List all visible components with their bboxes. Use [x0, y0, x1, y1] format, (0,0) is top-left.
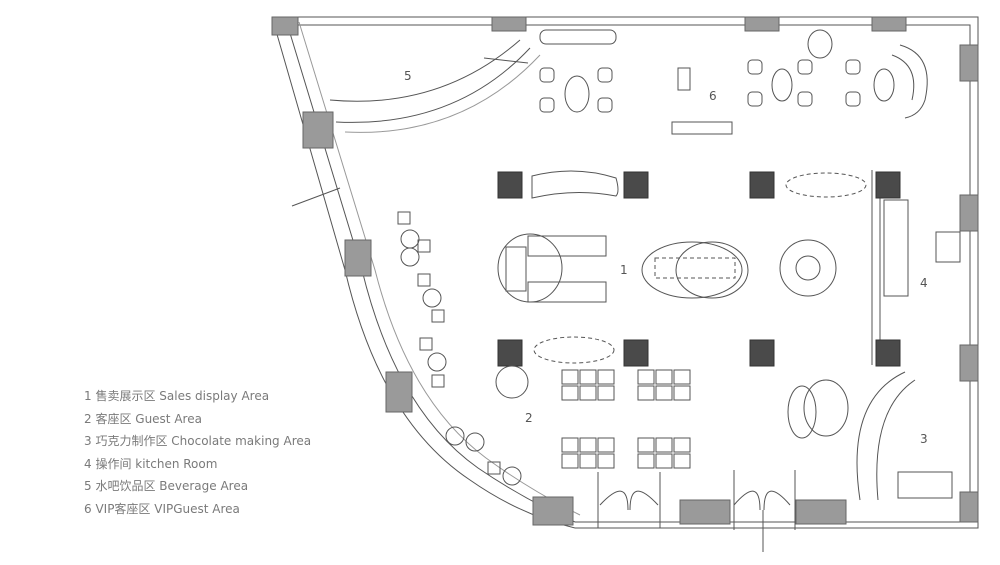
zone-label-4: 4	[920, 276, 928, 290]
zone-label-5: 5	[404, 69, 412, 83]
legend-item-chocolate-making: 3 巧克力制作区 Chocolate making Area	[84, 434, 312, 449]
chocolate-counter	[856, 371, 906, 501]
legend-item-sales-display: 1 售卖展示区 Sales display Area	[84, 389, 270, 403]
outer-wall	[272, 16, 979, 529]
legend-item-vip-guest-area: 6 VIP客座区 VIPGuest Area	[84, 501, 240, 516]
entrance-door	[733, 490, 791, 511]
zone-label-6: 6	[709, 89, 717, 103]
legend: 1 售卖展示区 Sales display Area 2 客座区 Guest A…	[84, 385, 311, 521]
legend-item-beverage-area: 5 水吧饮品区 Beverage Area	[84, 479, 249, 494]
wall-segments	[271, 16, 979, 526]
bar-counter	[329, 39, 521, 102]
legend-item-kitchen-room: 4 操作间 kitchen Room	[84, 456, 218, 471]
outer-wall-inner	[279, 24, 971, 523]
zone-label-2: 2	[525, 411, 533, 425]
zone-label-3: 3	[920, 432, 928, 446]
curved-facade	[271, 16, 576, 529]
structural-columns	[497, 171, 901, 367]
legend-item-guest-area: 2 客座区 Guest Area	[84, 411, 202, 426]
zone-label-1: 1	[620, 263, 628, 277]
